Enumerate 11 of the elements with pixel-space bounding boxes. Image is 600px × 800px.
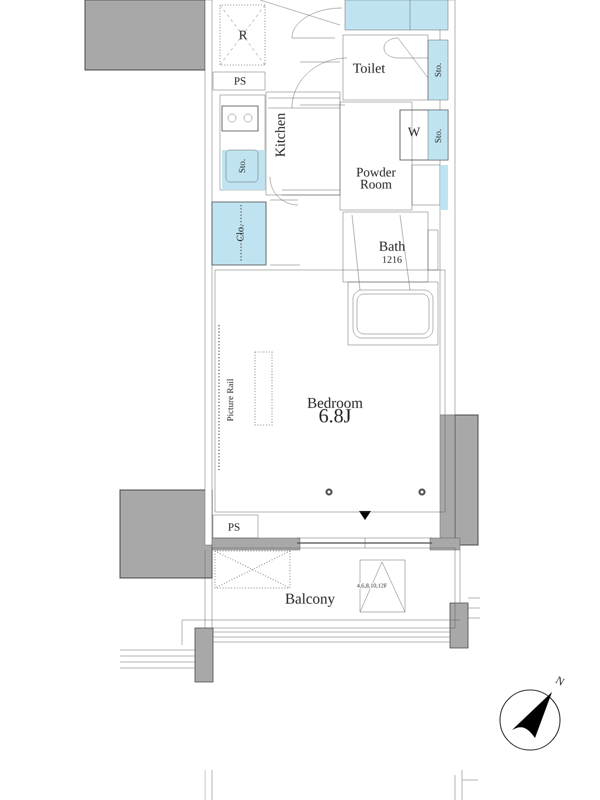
storage-label: Clo. xyxy=(236,225,244,242)
room-code: R xyxy=(239,30,248,40)
room-code: PS xyxy=(234,77,246,85)
north-label: N xyxy=(555,676,565,686)
room-area: Toilet xyxy=(342,34,428,100)
rail-label: Picture Rail xyxy=(226,378,234,422)
room-area: Bath 1216 xyxy=(342,212,428,282)
storage-label: Sto. xyxy=(238,159,246,173)
room-area: Kitchen xyxy=(266,92,340,196)
room-code: PS xyxy=(228,523,240,531)
storage-label: Sto. xyxy=(434,129,442,143)
